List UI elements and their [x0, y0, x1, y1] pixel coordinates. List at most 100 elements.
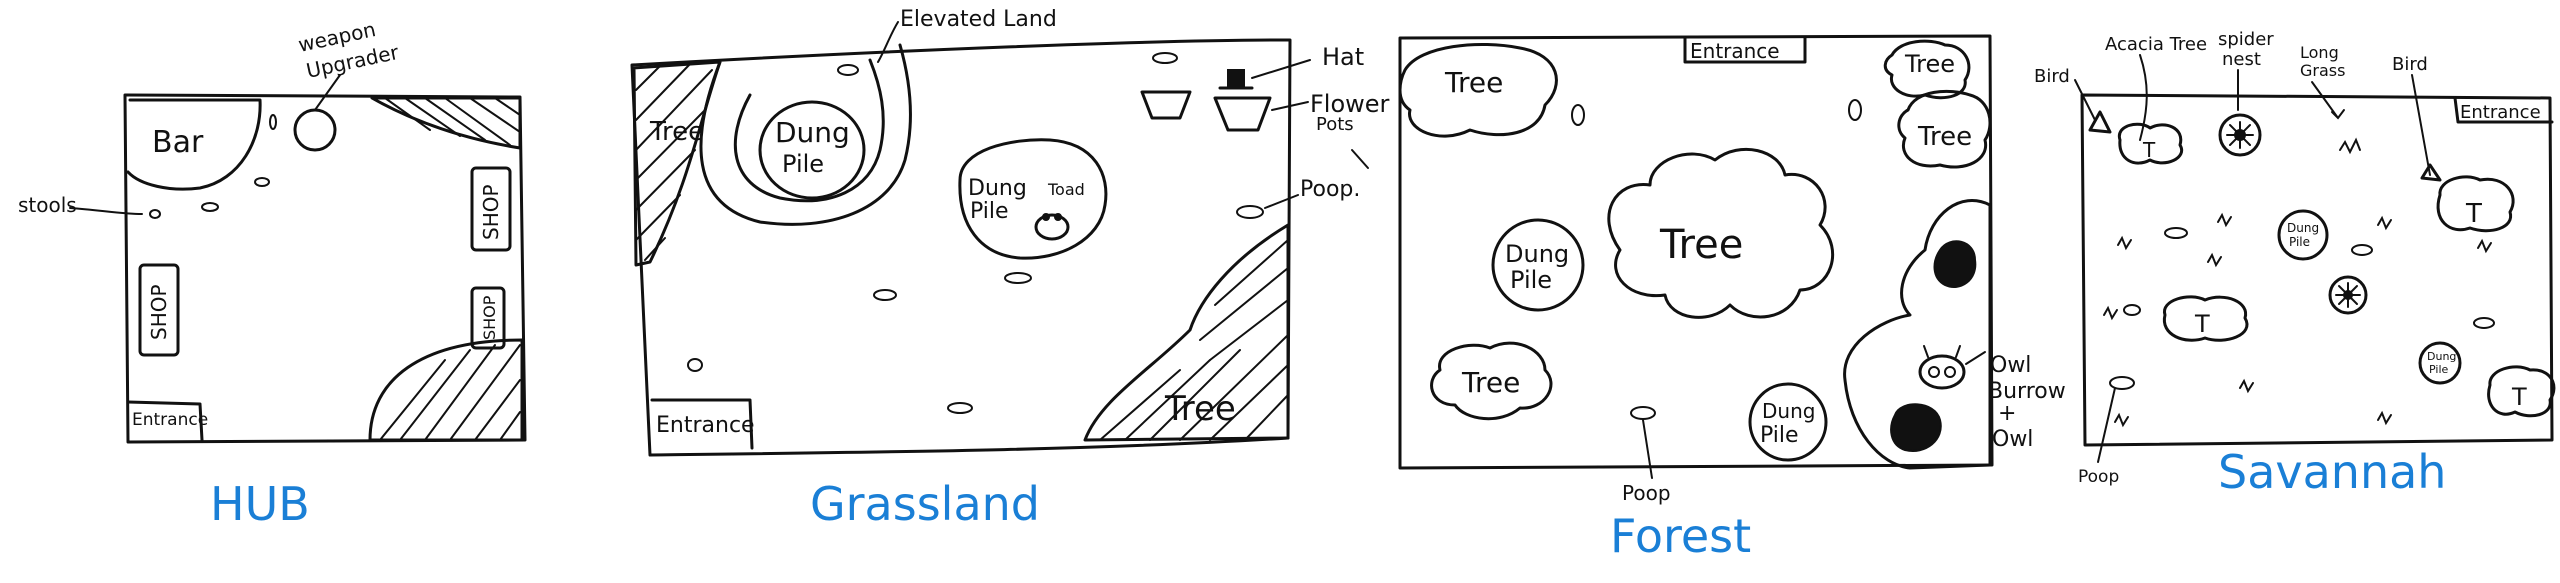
long-grass-label-line2: Grass [2300, 61, 2345, 80]
long-grass-pointer [2311, 81, 2345, 120]
dung-pile-1-label-line1: Dung [775, 116, 850, 149]
grassland-map: Tree Elevated Land Dung Pile Dung Pile T… [630, 7, 1390, 531]
grassland-title: Grassland [810, 477, 1040, 531]
elevated-land-pointer [877, 21, 899, 63]
forest-entrance-label: Entrance [1690, 39, 1780, 63]
hatched-tree-right [1083, 223, 1290, 442]
elevated-land-label: Elevated Land [900, 7, 1057, 32]
savannah-entrance-box [2453, 96, 2554, 124]
forest-tree-top-left-label: Tree [1444, 66, 1503, 99]
shop-right-top [470, 166, 512, 252]
poop-icon [2123, 304, 2141, 316]
grassland-entrance-box [650, 398, 754, 450]
poop-icon [2164, 227, 2188, 239]
tree-right [1897, 89, 1992, 169]
hub-title: HUB [210, 477, 310, 531]
svg-text:T: T [2511, 383, 2527, 411]
spider-nest-label-line1: spider [2218, 29, 2274, 50]
flower-pots-mark [1351, 149, 1369, 169]
burrow-hole [1890, 403, 1942, 452]
forest-dung-left-label-line1: Dung [1505, 240, 1569, 268]
poop-icon [873, 289, 897, 301]
forest-tree-right-label: Tree [1917, 122, 1972, 152]
toad-label: Toad [1047, 180, 1085, 199]
shop-left-label: SHOP [147, 284, 171, 340]
savannah-entrance-label: Entrance [2460, 102, 2541, 123]
long-grass-icon [2103, 137, 2492, 428]
bird-icon [2420, 163, 2442, 182]
poop-pointer [2097, 387, 2116, 463]
bird-right-label: Bird [2392, 54, 2428, 75]
forest-tree-bottom-left-label: Tree [1461, 366, 1520, 399]
bird-icon [2088, 110, 2112, 134]
bird-left-pointer [2074, 79, 2096, 121]
owl-icon [1918, 345, 1966, 390]
owl-pointer [1965, 351, 1986, 365]
acacia-tree-icon: T [2436, 175, 2515, 233]
dung-pile-2-label-line1: Dung [968, 176, 1027, 201]
forest-dung-pile-left [1491, 218, 1585, 312]
spider-nest-icon [2328, 275, 2368, 315]
savannah-dung-2-label-line2: Pile [2429, 363, 2449, 376]
savannah-dung-pile-1 [2277, 209, 2329, 261]
forest-entrance-box [1683, 36, 1807, 64]
stool-icon [201, 202, 219, 212]
savannah-poop-label: Poop [2078, 467, 2119, 487]
poop-icon [1571, 104, 1585, 126]
poop-pointer [1642, 419, 1653, 479]
stool-icon [149, 209, 161, 219]
hatched-zone-bottom [368, 338, 524, 442]
poop-icon [1848, 99, 1862, 121]
shop-left [138, 263, 180, 357]
svg-text:T: T [2142, 138, 2156, 162]
toad-icon [1034, 213, 1070, 241]
owl-burrow-region [1843, 199, 1992, 470]
poop-icon [1004, 272, 1032, 284]
poop-icon [2109, 376, 2135, 390]
elevated-land-outer [699, 43, 912, 226]
savannah-dung-2-label-line1: Dung [2427, 350, 2456, 363]
poop-icon [2473, 317, 2495, 329]
grassland-poop-label: Poop. [1300, 177, 1360, 202]
hub-map: Bar weapon Upgrader stools SHOP SHOP [18, 17, 527, 531]
bar-area [126, 98, 262, 191]
stool-icon [254, 177, 270, 187]
acacia-tree-icon: T [2117, 122, 2184, 165]
acacia-tree-icon: T [2162, 295, 2249, 342]
spider-nest-label-line2: nest [2222, 49, 2261, 70]
savannah-dung-1-label-line2: Pile [2289, 235, 2310, 249]
hub-entrance-label: Entrance [132, 410, 208, 430]
acacia-tree-icon: T [2487, 365, 2556, 418]
poop-pointer [1264, 194, 1299, 209]
hatch-lines [384, 97, 521, 146]
flower-pots-label-line2: Pots [1316, 114, 1354, 135]
flower-pot-icon [1213, 96, 1272, 132]
acacia-label: Acacia Tree [2105, 34, 2207, 55]
poop-icon [837, 64, 859, 76]
hatch-lines [379, 344, 521, 441]
owl-label-line4: Owl [1992, 427, 2033, 452]
forest-dung-bottom-label-line2: Pile [1760, 423, 1799, 448]
savannah-dung-1-label-line1: Dung [2287, 221, 2319, 235]
forest-dung-pile-bottom [1748, 382, 1828, 462]
bar-label: Bar [152, 125, 204, 160]
burrow-hole [1933, 240, 1977, 288]
grassland-tree-right-label: Tree [1164, 389, 1236, 429]
owl-label-line2: Burrow [1988, 379, 2066, 404]
forest-poop-label: Poop [1622, 481, 1671, 505]
forest-dung-left-label-line2: Pile [1510, 266, 1552, 294]
shop-right-bottom [470, 286, 506, 350]
dung-pile-2-label-line2: Pile [970, 199, 1009, 224]
forest-border [1398, 34, 1994, 470]
dung-pile-1 [758, 100, 866, 200]
forest-tree-center-label: Tree [1659, 222, 1743, 268]
svg-text:T: T [2465, 199, 2482, 229]
weapon-upgrader-pointer [314, 74, 341, 111]
weapon-upgrader-circle [293, 108, 337, 152]
tree-top-right [1883, 39, 1971, 100]
svg-text:T: T [2194, 310, 2210, 338]
poop-icon [1630, 406, 1656, 420]
owl-label-line3: + [1998, 401, 2016, 426]
poop-icon [687, 358, 703, 372]
